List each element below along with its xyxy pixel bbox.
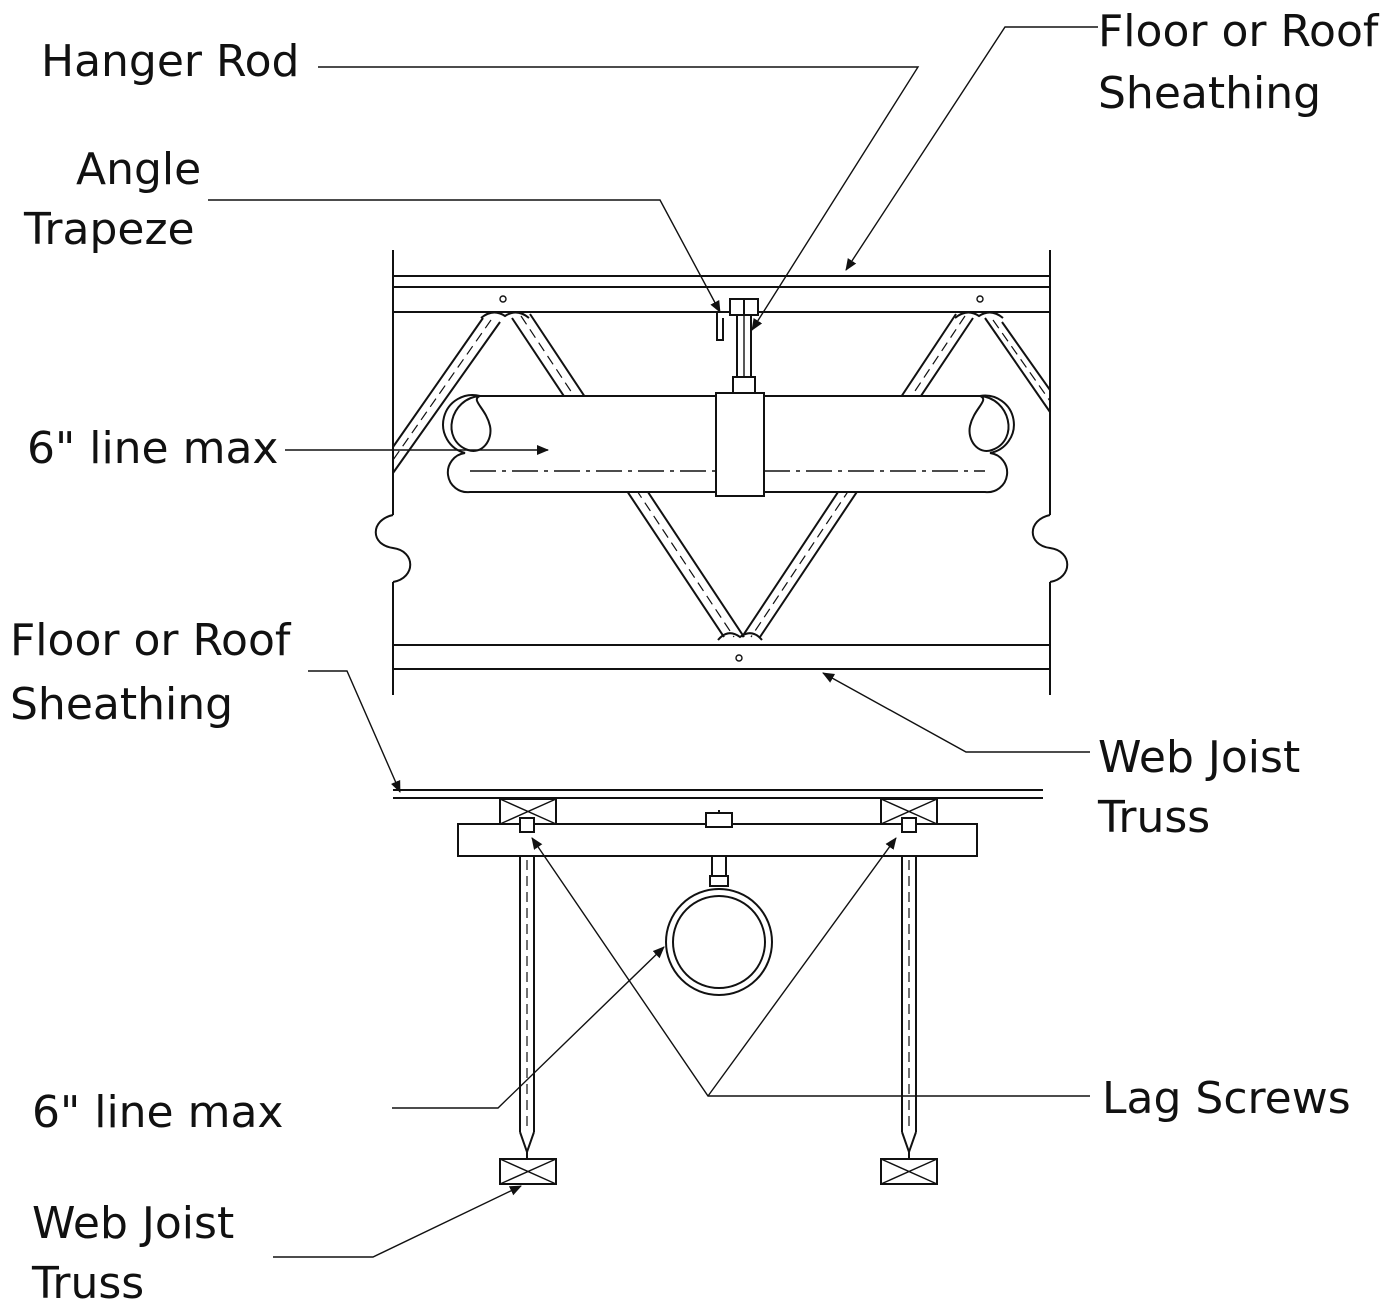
leader-sheathing-top bbox=[845, 26, 1098, 271]
pipe-ring-outer bbox=[665, 888, 773, 996]
label-web-joist-right-2: Truss bbox=[1097, 792, 1210, 843]
break-symbol-right bbox=[1031, 514, 1069, 583]
label-angle-trapeze-2: Trapeze bbox=[23, 204, 195, 255]
label-hanger-rod: Hanger Rod bbox=[41, 36, 299, 87]
label-sheathing-top-2: Sheathing bbox=[1098, 68, 1321, 119]
label-web-joist-right-1: Web Joist bbox=[1098, 732, 1300, 783]
rod-coupling bbox=[732, 376, 756, 394]
label-sheathing-left-1: Floor or Roof bbox=[10, 615, 292, 666]
label-sheathing-left-2: Sheathing bbox=[10, 679, 233, 730]
leader-web-joist-right bbox=[822, 672, 1090, 753]
pipe-ring-inner bbox=[672, 895, 766, 989]
lower-trapeze-view bbox=[393, 789, 1043, 1185]
lag-screw-head-left bbox=[519, 817, 535, 833]
center-rod-nut bbox=[705, 812, 733, 828]
top-chord-pin-right bbox=[976, 295, 984, 303]
break-symbol-left bbox=[374, 514, 412, 583]
label-line-max-bottom: 6" line max bbox=[32, 1087, 283, 1138]
label-web-joist-bottom-2: Truss bbox=[31, 1258, 144, 1303]
leader-lag-screw-left bbox=[531, 837, 1090, 1097]
leader-lag-screw-right bbox=[707, 837, 897, 1097]
ring-hanger-nut bbox=[709, 875, 729, 887]
vertical-rod-right bbox=[901, 856, 917, 1159]
bottom-chord-pin bbox=[735, 654, 743, 662]
label-sheathing-top-1: Floor or Roof bbox=[1098, 6, 1380, 57]
top-chord-pin-left bbox=[499, 295, 507, 303]
blocking-right bbox=[880, 798, 938, 825]
leader-line-max-bottom bbox=[392, 946, 665, 1109]
label-web-joist-bottom-1: Web Joist bbox=[32, 1198, 234, 1249]
leader-sheathing-left bbox=[308, 670, 401, 793]
lag-screw-head-right bbox=[901, 817, 917, 833]
bottom-block-left bbox=[499, 1158, 557, 1185]
callout-labels: Hanger Rod Angle Trapeze Floor or Roof S… bbox=[10, 6, 1380, 1303]
leader-web-joist-bottom bbox=[273, 1185, 522, 1258]
leader-hanger-rod bbox=[318, 66, 920, 331]
ring-hanger-rod bbox=[711, 855, 727, 879]
leader-angle-trapeze bbox=[208, 199, 721, 313]
angle-trapeze bbox=[716, 312, 724, 341]
upper-truss-view bbox=[374, 250, 1069, 695]
label-lag-screws: Lag Screws bbox=[1102, 1073, 1351, 1124]
truss-node-left bbox=[480, 311, 530, 319]
label-line-max-top: 6" line max bbox=[27, 423, 278, 474]
vertical-rod-left bbox=[519, 856, 535, 1159]
truss-node-right bbox=[954, 311, 1004, 319]
label-angle-trapeze-1: Angle bbox=[76, 144, 201, 195]
pipe-clamp bbox=[715, 392, 765, 497]
truss-node-bottom bbox=[717, 632, 763, 641]
bottom-block-right bbox=[880, 1158, 938, 1185]
leader-lines bbox=[208, 26, 1098, 1258]
trapeze-bar bbox=[457, 823, 978, 857]
